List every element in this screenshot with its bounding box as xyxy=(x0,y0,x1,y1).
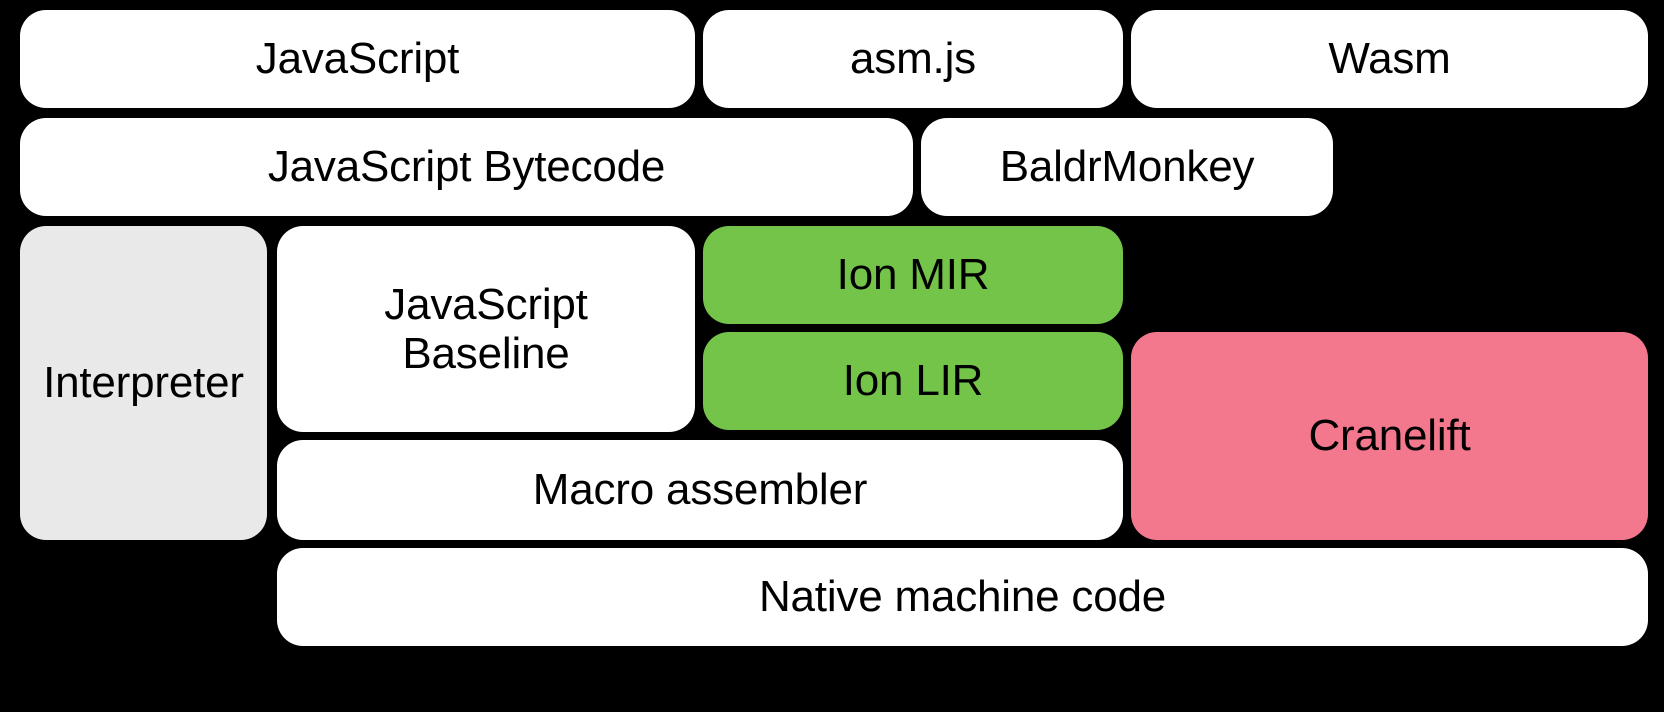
node-javascript: JavaScript xyxy=(20,10,695,108)
node-ion-lir: Ion LIR xyxy=(703,332,1123,430)
node-javascript-baseline: JavaScript Baseline xyxy=(277,226,695,432)
node-wasm: Wasm xyxy=(1131,10,1648,108)
node-cranelift: Cranelift xyxy=(1131,332,1648,540)
node-interpreter: Interpreter xyxy=(20,226,267,540)
node-macro-assembler: Macro assembler xyxy=(277,440,1123,540)
node-asm-js: asm.js xyxy=(703,10,1123,108)
node-ion-mir: Ion MIR xyxy=(703,226,1123,324)
node-javascript-bytecode: JavaScript Bytecode xyxy=(20,118,913,216)
node-baldrmonkey: BaldrMonkey xyxy=(921,118,1333,216)
node-native-machine-code: Native machine code xyxy=(277,548,1648,646)
